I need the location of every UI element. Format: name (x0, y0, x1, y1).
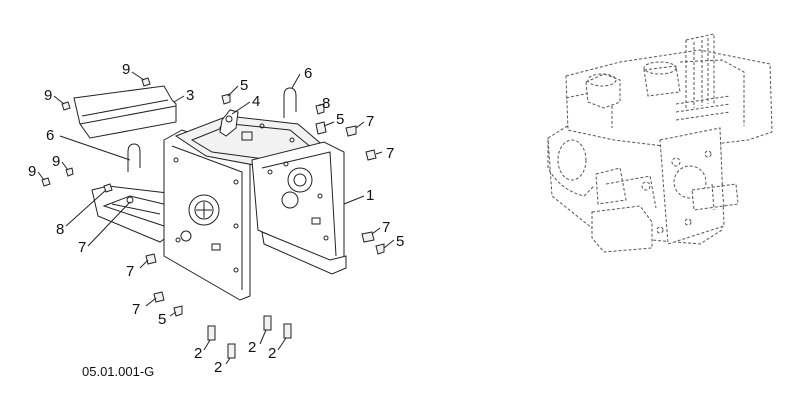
callout-label: 7 (126, 263, 134, 280)
callout-label: 6 (46, 127, 54, 144)
callout-label: 4 (252, 93, 260, 110)
callout-label: 2 (214, 359, 222, 376)
callout-label: 2 (248, 339, 256, 356)
callout-label: 7 (386, 145, 394, 162)
callout-label: 7 (132, 301, 140, 318)
callout-label: 9 (28, 163, 36, 180)
callout-label: 5 (240, 77, 248, 94)
bottom-skid (261, 231, 347, 275)
engine-reference-outline (547, 33, 773, 253)
drawing-code: 05.01.001-G (82, 364, 154, 379)
callout-label: 1 (366, 187, 374, 204)
exploded-assembly: 9 9 9 9 3 6 6 5 4 8 5 7 7 1 7 8 7 5 7 7 … (28, 61, 404, 379)
u-bolt-left (127, 143, 141, 172)
callout-label: 5 (158, 311, 166, 328)
cover-plate (73, 85, 177, 139)
callout-label: 6 (304, 65, 312, 82)
callout-label: 7 (366, 113, 374, 130)
callout-label: 8 (56, 221, 64, 238)
callout-label: 8 (322, 95, 330, 112)
callout-label: 9 (122, 61, 130, 78)
callout-label: 3 (186, 87, 194, 104)
callout-label: 2 (194, 345, 202, 362)
callout-label: 7 (382, 219, 390, 236)
callout-label: 5 (396, 233, 404, 250)
callout-labels: 9 9 9 9 3 6 6 5 4 8 5 7 7 1 7 8 7 5 7 7 … (28, 61, 404, 376)
front-side-plate (163, 129, 251, 301)
callout-label: 5 (336, 111, 344, 128)
bracket (219, 109, 239, 137)
callout-label: 2 (268, 345, 276, 362)
callout-label: 9 (52, 153, 60, 170)
callout-label: 7 (78, 239, 86, 256)
leader-lines (37, 71, 395, 365)
u-bolt-right (283, 87, 297, 118)
callout-label: 9 (44, 87, 52, 104)
